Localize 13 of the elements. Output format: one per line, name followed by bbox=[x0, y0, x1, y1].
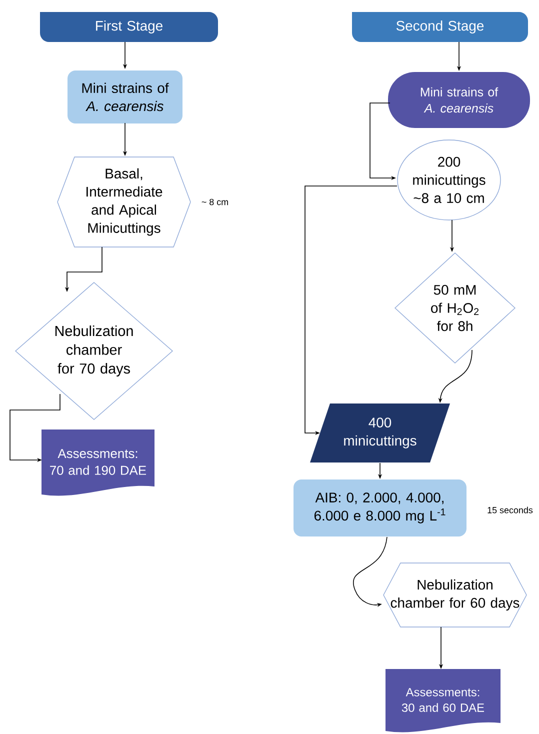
document-box: Assessments: 30 and 60 DAE bbox=[386, 669, 500, 732]
stage-header: Second Stage bbox=[348, 12, 528, 42]
side-note: ~ 8 cm bbox=[202, 198, 228, 206]
data-box: 400 minicuttings bbox=[310, 404, 450, 462]
process-box: Mini strains of A. cearensis bbox=[68, 70, 182, 124]
hexagon-box: Nebulization chamber for 60 days bbox=[383, 562, 527, 628]
terminal-box: Mini strains of A. cearensis bbox=[388, 72, 530, 128]
stage-header: First Stage bbox=[36, 12, 218, 42]
document-box: Assessments: 70 and 190 DAE bbox=[42, 430, 154, 496]
hexagon-box: Basal, Intermediate and Apical Minicuttings bbox=[57, 156, 191, 248]
process-box: AIB: 0, 2.000, 4.000, 6.000 e 8.000 mg L$^{-1}$ bbox=[294, 480, 466, 536]
ellipse-box: 200 minicuttings ~8 a 10 cm bbox=[397, 140, 501, 220]
side-note: 15 seconds bbox=[488, 506, 533, 514]
